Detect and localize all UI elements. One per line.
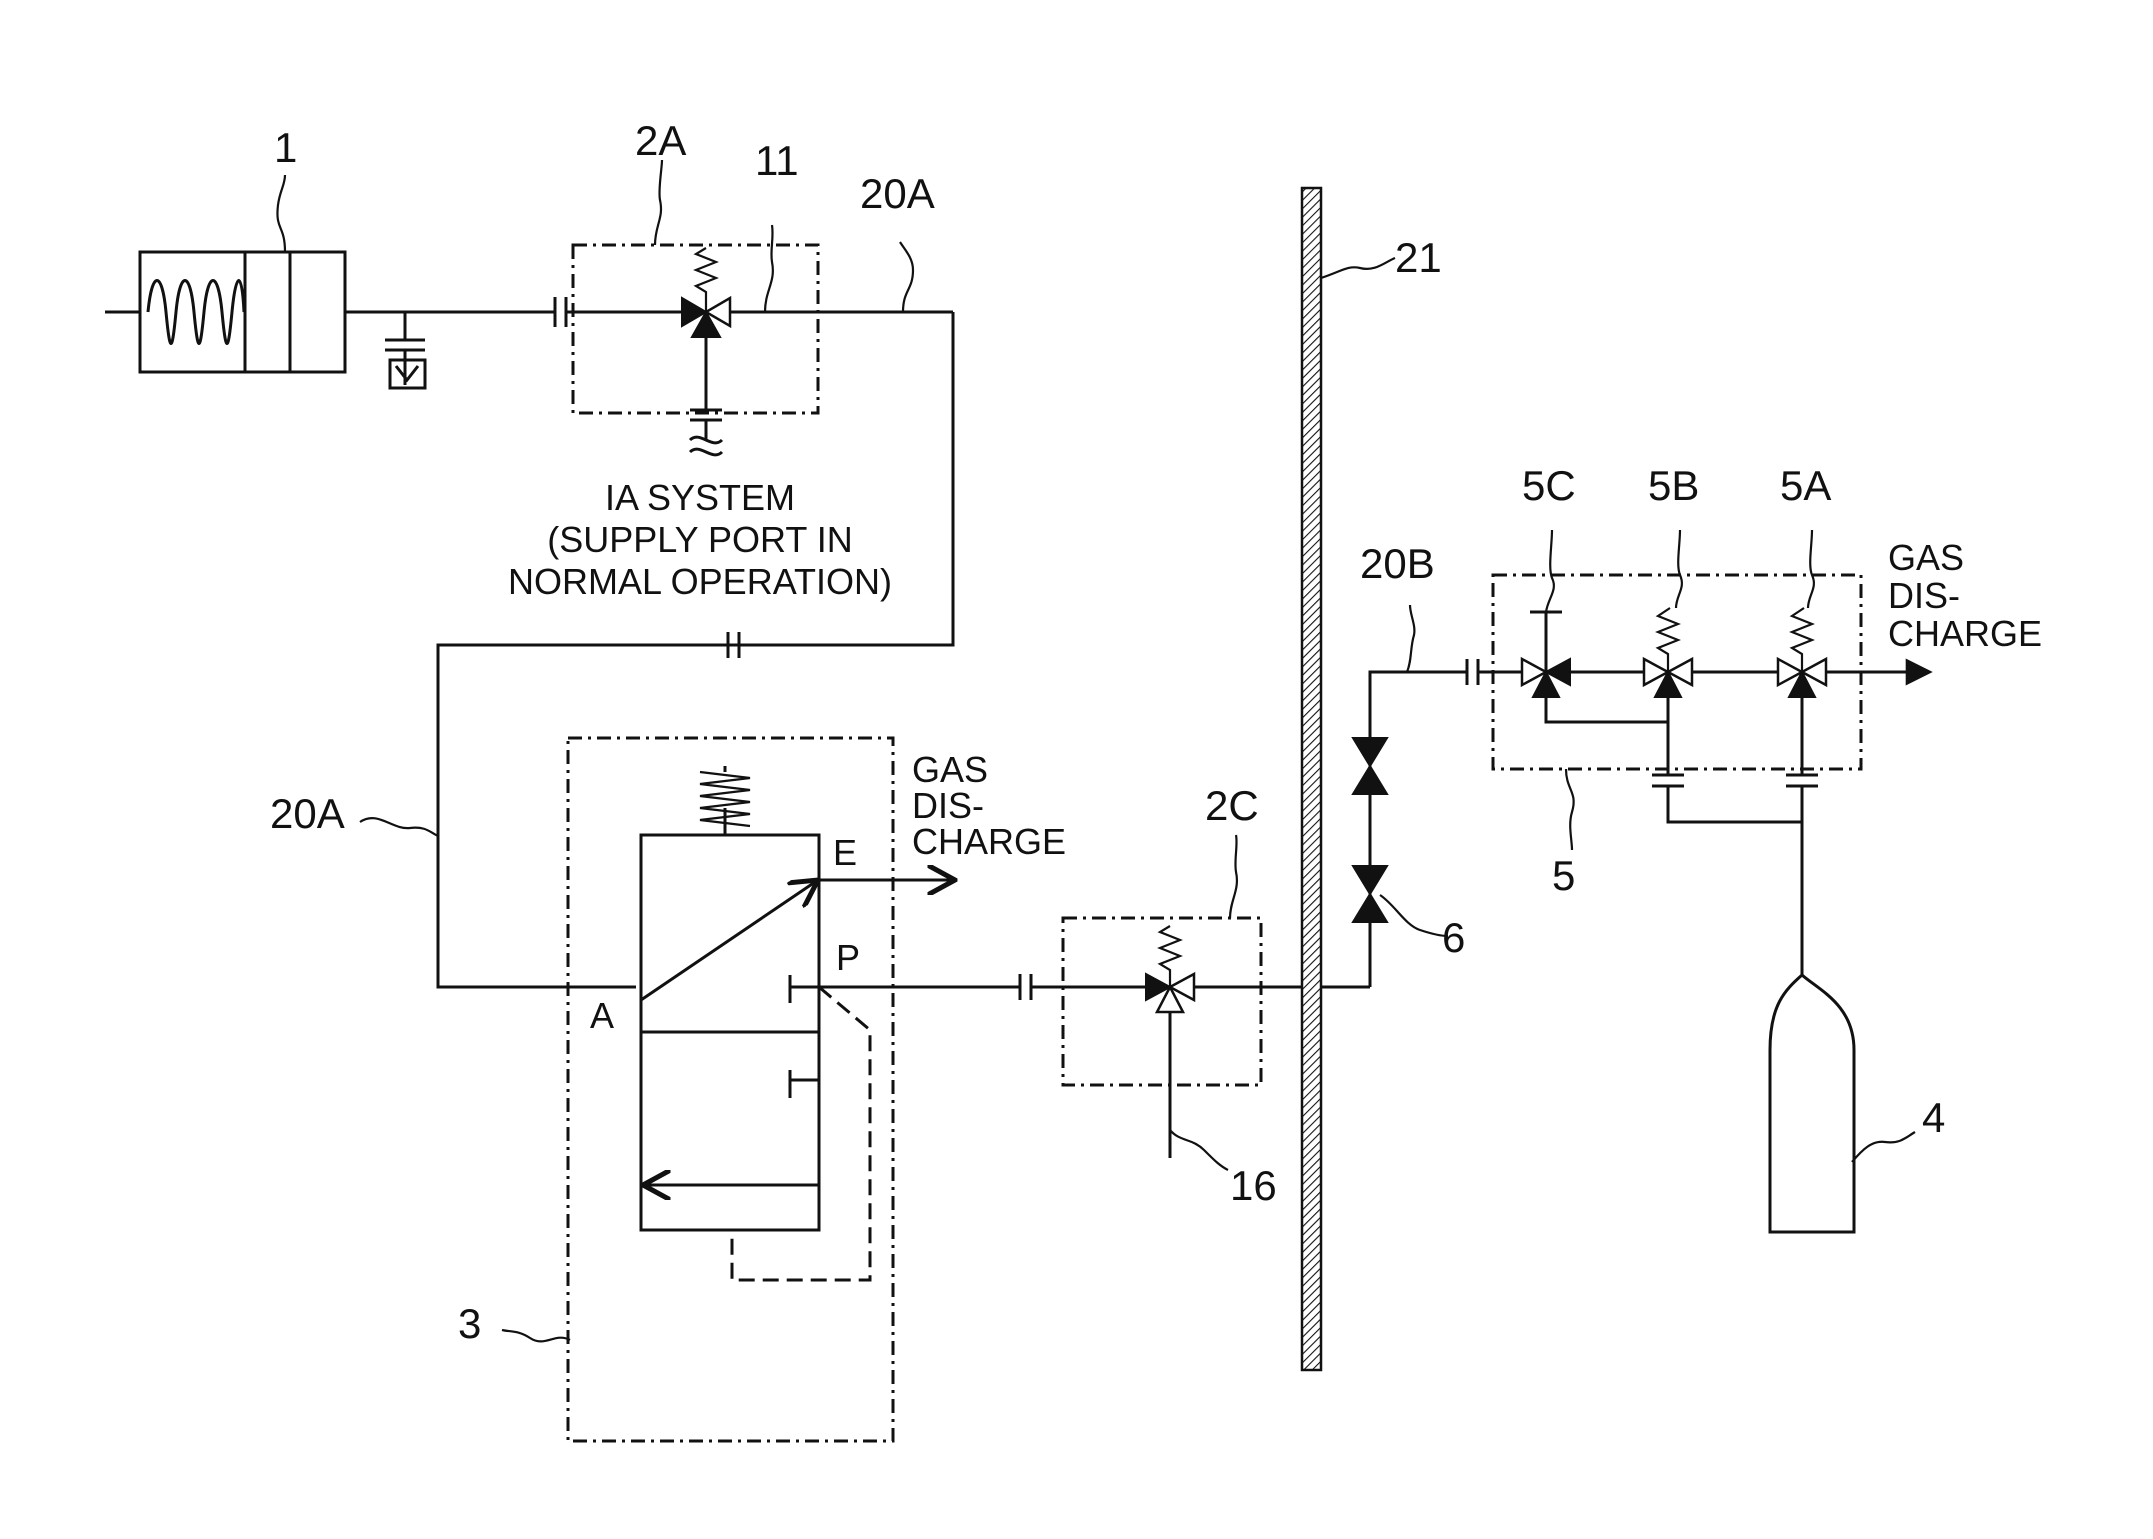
leader-4 <box>1852 1132 1915 1162</box>
leader-21 <box>1321 258 1395 278</box>
ref-5: 5 <box>1552 852 1575 899</box>
union-fitting-icon <box>555 297 566 327</box>
ref-21: 21 <box>1395 234 1442 281</box>
leader-20a-top <box>900 242 913 312</box>
ref-11: 11 <box>755 137 799 184</box>
ref-1: 1 <box>274 124 297 171</box>
ref-20b: 20B <box>1360 540 1435 587</box>
gas-discharge-right-line-3: CHARGE <box>1888 613 2042 654</box>
ref-5a: 5A <box>1780 462 1831 509</box>
gas-discharge-right-line-1: GAS <box>1888 537 1964 578</box>
three-way-valve-2a-icon <box>682 248 730 410</box>
ia-system-line-3: NORMAL OPERATION) <box>508 561 892 602</box>
solenoid-spring-icon <box>700 766 750 835</box>
leader-16 <box>1170 1130 1228 1170</box>
valve-5a-icon <box>1778 608 1826 775</box>
port-p: P <box>836 937 860 978</box>
gas-discharge-valve-line-2: DIS- <box>912 785 984 826</box>
ref-6: 6 <box>1442 914 1465 961</box>
ref-5b: 5B <box>1648 462 1699 509</box>
port-e: E <box>833 832 857 873</box>
wall-21 <box>1302 188 1321 1370</box>
gas-cylinder-4 <box>1770 975 1854 1232</box>
ref-20a-left: 20A <box>270 790 345 837</box>
union-fitting-20b-icon <box>1467 659 1478 685</box>
leader-5c <box>1546 530 1554 612</box>
ref-16: 16 <box>1230 1162 1277 1209</box>
three-way-valve-2c-icon <box>1146 926 1194 1158</box>
leader-6 <box>1380 895 1448 936</box>
leader-20a-left <box>360 818 438 836</box>
leader-5b <box>1676 530 1682 608</box>
ref-2c: 2C <box>1205 782 1259 829</box>
union-fittings-5-icon <box>1652 775 1818 786</box>
gas-discharge-valve-line-1: GAS <box>912 749 988 790</box>
gas-discharge-valve-line-3: CHARGE <box>912 821 1066 862</box>
leader-11 <box>765 225 773 312</box>
leader-2c <box>1230 835 1237 918</box>
leader-1 <box>277 175 285 252</box>
ia-supply-fitting-icon <box>690 410 722 455</box>
leader-2a <box>655 160 662 245</box>
leader-5a <box>1808 530 1814 608</box>
ref-20a-top: 20A <box>860 170 935 217</box>
gas-discharge-right-line-2: DIS- <box>1888 575 1960 616</box>
ref-5c: 5C <box>1522 462 1576 509</box>
ia-system-line-1: IA SYSTEM <box>605 477 795 518</box>
leader-20b <box>1407 605 1414 672</box>
leader-5 <box>1566 769 1574 850</box>
ref-4: 4 <box>1922 1094 1945 1141</box>
ball-valve-upper-icon <box>1353 738 1387 794</box>
ref-3: 3 <box>458 1300 481 1347</box>
vent-symbol-icon <box>385 312 425 388</box>
ball-valve-lower-icon <box>1353 866 1387 922</box>
ref-2a: 2A <box>635 117 686 164</box>
leader-3 <box>502 1330 570 1341</box>
valve-5b-icon <box>1644 608 1692 775</box>
port-a: A <box>590 995 614 1036</box>
union-fitting-p-icon <box>1020 974 1031 1000</box>
ia-system-line-2: (SUPPLY PORT IN <box>547 519 852 560</box>
actuator-cylinder <box>105 252 345 372</box>
cylinder-spring-icon <box>148 281 244 344</box>
